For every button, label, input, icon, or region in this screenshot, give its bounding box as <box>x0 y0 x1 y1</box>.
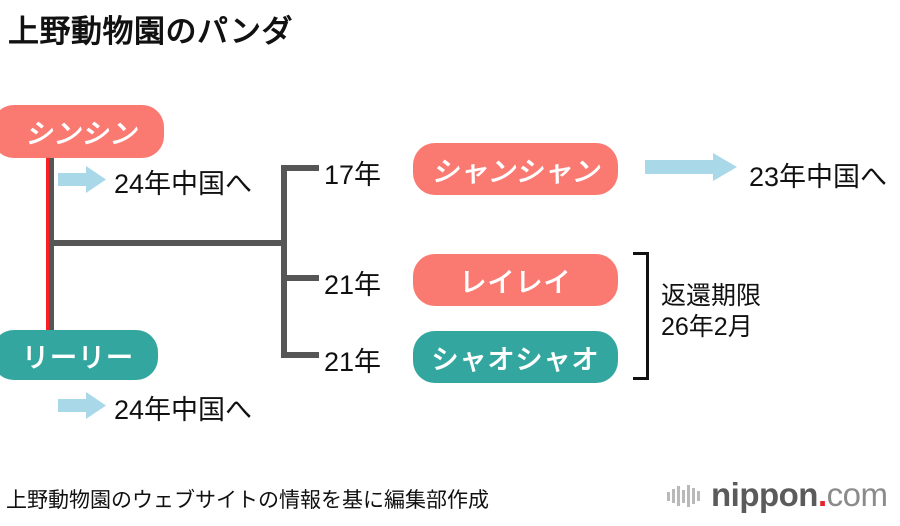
logo-dot: . <box>817 475 827 513</box>
offspring-bracket-arm-1 <box>281 165 319 171</box>
note-shinshin: 24年中国へ <box>114 169 253 199</box>
note-shanshan: 23年中国へ <box>749 162 888 192</box>
return-deadline-line2: 26年2月 <box>661 313 753 341</box>
badge-xiaoxiao[interactable]: シャオシャオ <box>413 331 618 383</box>
return-deadline-line1: 返還期限 <box>661 282 762 310</box>
logo-nippon-text: nippon <box>711 475 818 513</box>
badge-shinshin[interactable]: シンシン <box>0 105 164 158</box>
return-deadline-bracket <box>633 252 649 380</box>
badge-leilei-label: レイレイ <box>459 267 572 298</box>
badge-shanshan-label: シャンシャン <box>431 156 600 187</box>
year-label-leilei: 21年 <box>324 270 382 300</box>
nippon-com-logo[interactable]: nippon.com <box>667 475 888 516</box>
sound-bars-icon <box>667 485 702 507</box>
year-label-shanshan: 17年 <box>324 160 382 190</box>
badge-xiaoxiao-label: シャオシャオ <box>431 344 600 375</box>
logo-wordmark: nippon.com <box>711 475 888 513</box>
logo-com-text: com <box>826 475 888 513</box>
badge-shinshin-label: シンシン <box>25 119 137 149</box>
right-arrow-icon-shanshan <box>645 153 737 181</box>
offspring-bracket-arm-2 <box>281 275 319 281</box>
year-label-xiaoxiao: 21年 <box>324 347 382 377</box>
badge-lili[interactable]: リーリー <box>0 330 158 380</box>
right-arrow-icon-shinshin <box>58 166 106 193</box>
offspring-bracket-arm-3 <box>281 352 319 358</box>
badge-shanshan[interactable]: シャンシャン <box>413 143 618 195</box>
parent-link-gray-line <box>49 152 54 337</box>
badge-leilei[interactable]: レイレイ <box>413 254 618 306</box>
note-lili: 24年中国へ <box>114 395 253 425</box>
badge-lili-label: リーリー <box>22 342 134 373</box>
page-title: 上野動物園のパンダ <box>8 14 294 49</box>
right-arrow-icon-lili <box>58 392 106 419</box>
return-deadline-text: 返還期限 26年2月 <box>661 281 761 343</box>
offspring-bracket-spine <box>281 165 287 358</box>
source-caption: 上野動物園のウェブサイトの情報を基に編集部作成 <box>6 489 489 512</box>
family-trunk-line <box>54 240 286 246</box>
